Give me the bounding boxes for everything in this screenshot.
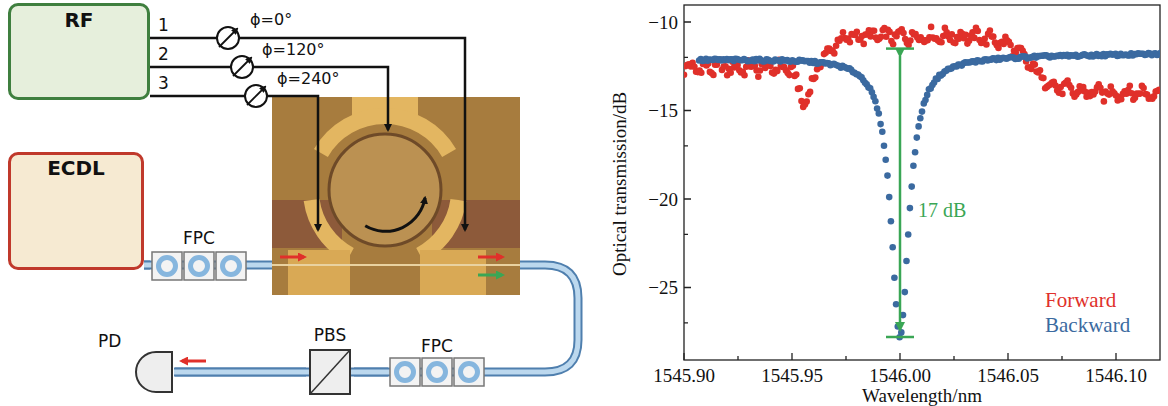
- series-label: Backward: [1045, 315, 1130, 336]
- tick-label: 1546.00: [869, 366, 931, 385]
- annotation: 17 dB: [918, 200, 966, 220]
- axis-title: Optical transmission/dB: [610, 92, 629, 276]
- light-arrow: [478, 274, 502, 277]
- tick-label: 1545.90: [653, 366, 715, 385]
- light-arrow: [182, 360, 206, 363]
- tick-label: −25: [648, 278, 678, 297]
- polarization-controller: FPC: [388, 338, 486, 388]
- node-label: PBS: [306, 327, 354, 345]
- node-label: FPC: [150, 230, 248, 248]
- node-label: PD: [98, 333, 174, 351]
- port-number: 3: [158, 75, 169, 92]
- light-arrow: [280, 256, 304, 259]
- rf-source-box: RF: [8, 3, 150, 100]
- fiber-connector: [354, 372, 388, 373]
- data-points: [684, 24, 1160, 341]
- axis-title: Wavelength/nm: [862, 386, 982, 405]
- rf-wire: [150, 38, 465, 230]
- phase-label: ϕ=240°: [277, 71, 340, 87]
- laser-box: ECDL: [8, 152, 144, 270]
- chart-axes: [684, 5, 1160, 360]
- tick-label: −15: [648, 101, 678, 120]
- tick-label: −20: [648, 190, 678, 209]
- node-label: ECDL: [15, 158, 137, 179]
- tick-label: 1546.05: [977, 366, 1039, 385]
- phase-shifter-symbol: [217, 27, 267, 107]
- fiber-connector: [144, 265, 150, 266]
- depth-annotation: [886, 49, 914, 337]
- chip-photo: [272, 97, 520, 295]
- polarization-controller: FPC: [150, 230, 248, 282]
- node-label: RF: [15, 10, 143, 31]
- photodetector-symbol: [136, 352, 172, 392]
- tick-label: 1546.10: [1085, 366, 1147, 385]
- tick-label: −10: [648, 13, 678, 32]
- port-number: 1: [158, 17, 169, 34]
- phase-label: ϕ=0°: [250, 12, 292, 28]
- optical-fiber: [144, 265, 578, 372]
- pbs-cube: [310, 350, 350, 394]
- fiber-connector: [174, 372, 306, 373]
- series-label: Forward: [1045, 290, 1116, 311]
- beam-splitter: PBS: [306, 327, 354, 396]
- phase-label: ϕ=120°: [262, 42, 325, 58]
- photodetector: PD: [98, 333, 174, 394]
- port-number: 2: [158, 46, 169, 63]
- tick-label: 1545.95: [761, 366, 823, 385]
- node-label: FPC: [388, 338, 486, 356]
- light-arrow: [478, 256, 502, 259]
